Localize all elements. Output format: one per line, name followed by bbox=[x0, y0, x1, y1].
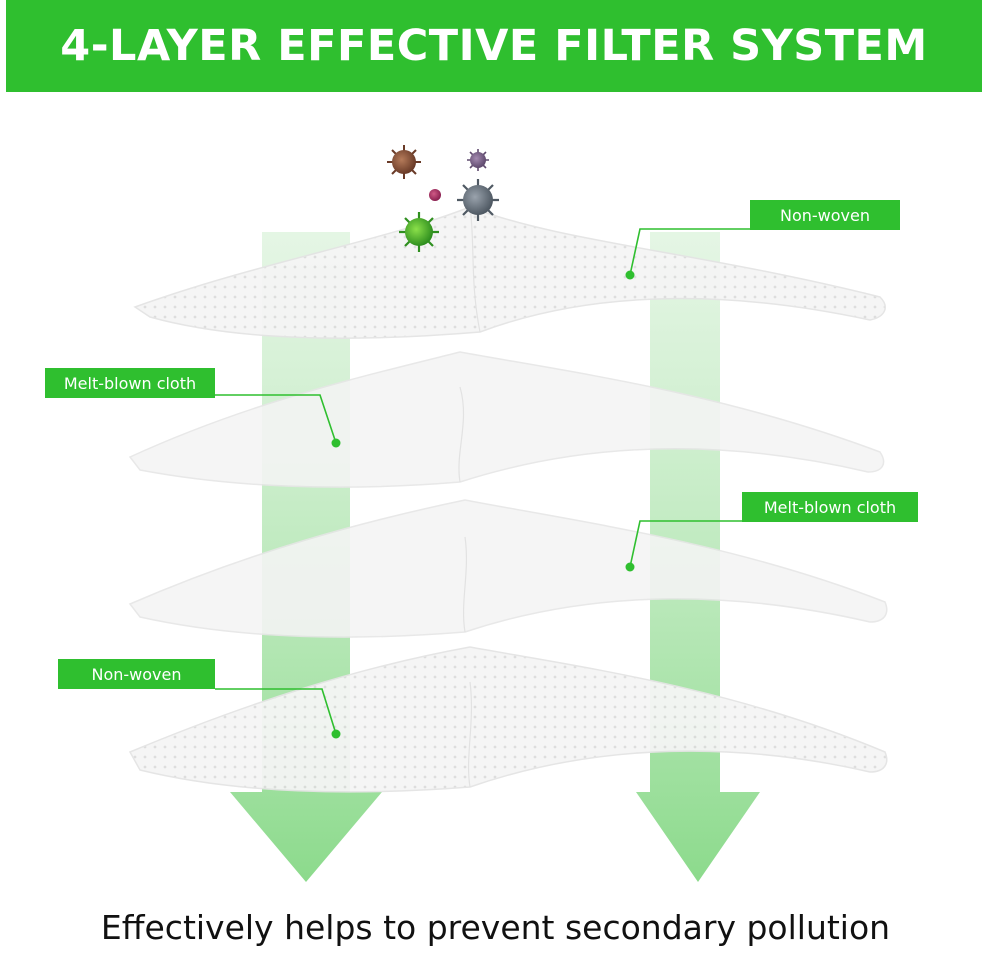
layer-3-label: Melt-blown cloth bbox=[742, 492, 918, 522]
leader-lines bbox=[215, 228, 750, 739]
filter-layer-4 bbox=[128, 646, 888, 793]
layer-4-label: Non-woven bbox=[58, 659, 215, 689]
title-banner: 4-LAYER EFFECTIVE FILTER SYSTEM bbox=[6, 0, 982, 92]
virus-icon bbox=[399, 212, 439, 252]
layer-1-label: Non-woven bbox=[750, 200, 900, 230]
layer-2-label: Melt-blown cloth bbox=[45, 368, 215, 398]
caption: Effectively helps to prevent secondary p… bbox=[100, 908, 891, 947]
filter-layer-3 bbox=[128, 499, 888, 638]
virus-icon bbox=[429, 189, 441, 201]
filter-layers-illustration bbox=[128, 145, 888, 882]
filter-layer-2 bbox=[128, 351, 885, 488]
page-title: 4-LAYER EFFECTIVE FILTER SYSTEM bbox=[60, 21, 928, 71]
virus-icon bbox=[387, 145, 421, 179]
virus-icon bbox=[467, 149, 489, 171]
filter-diagram: Non-woven Melt-blown cloth Melt-blown cl… bbox=[0, 92, 991, 902]
virus-icon bbox=[457, 179, 499, 221]
